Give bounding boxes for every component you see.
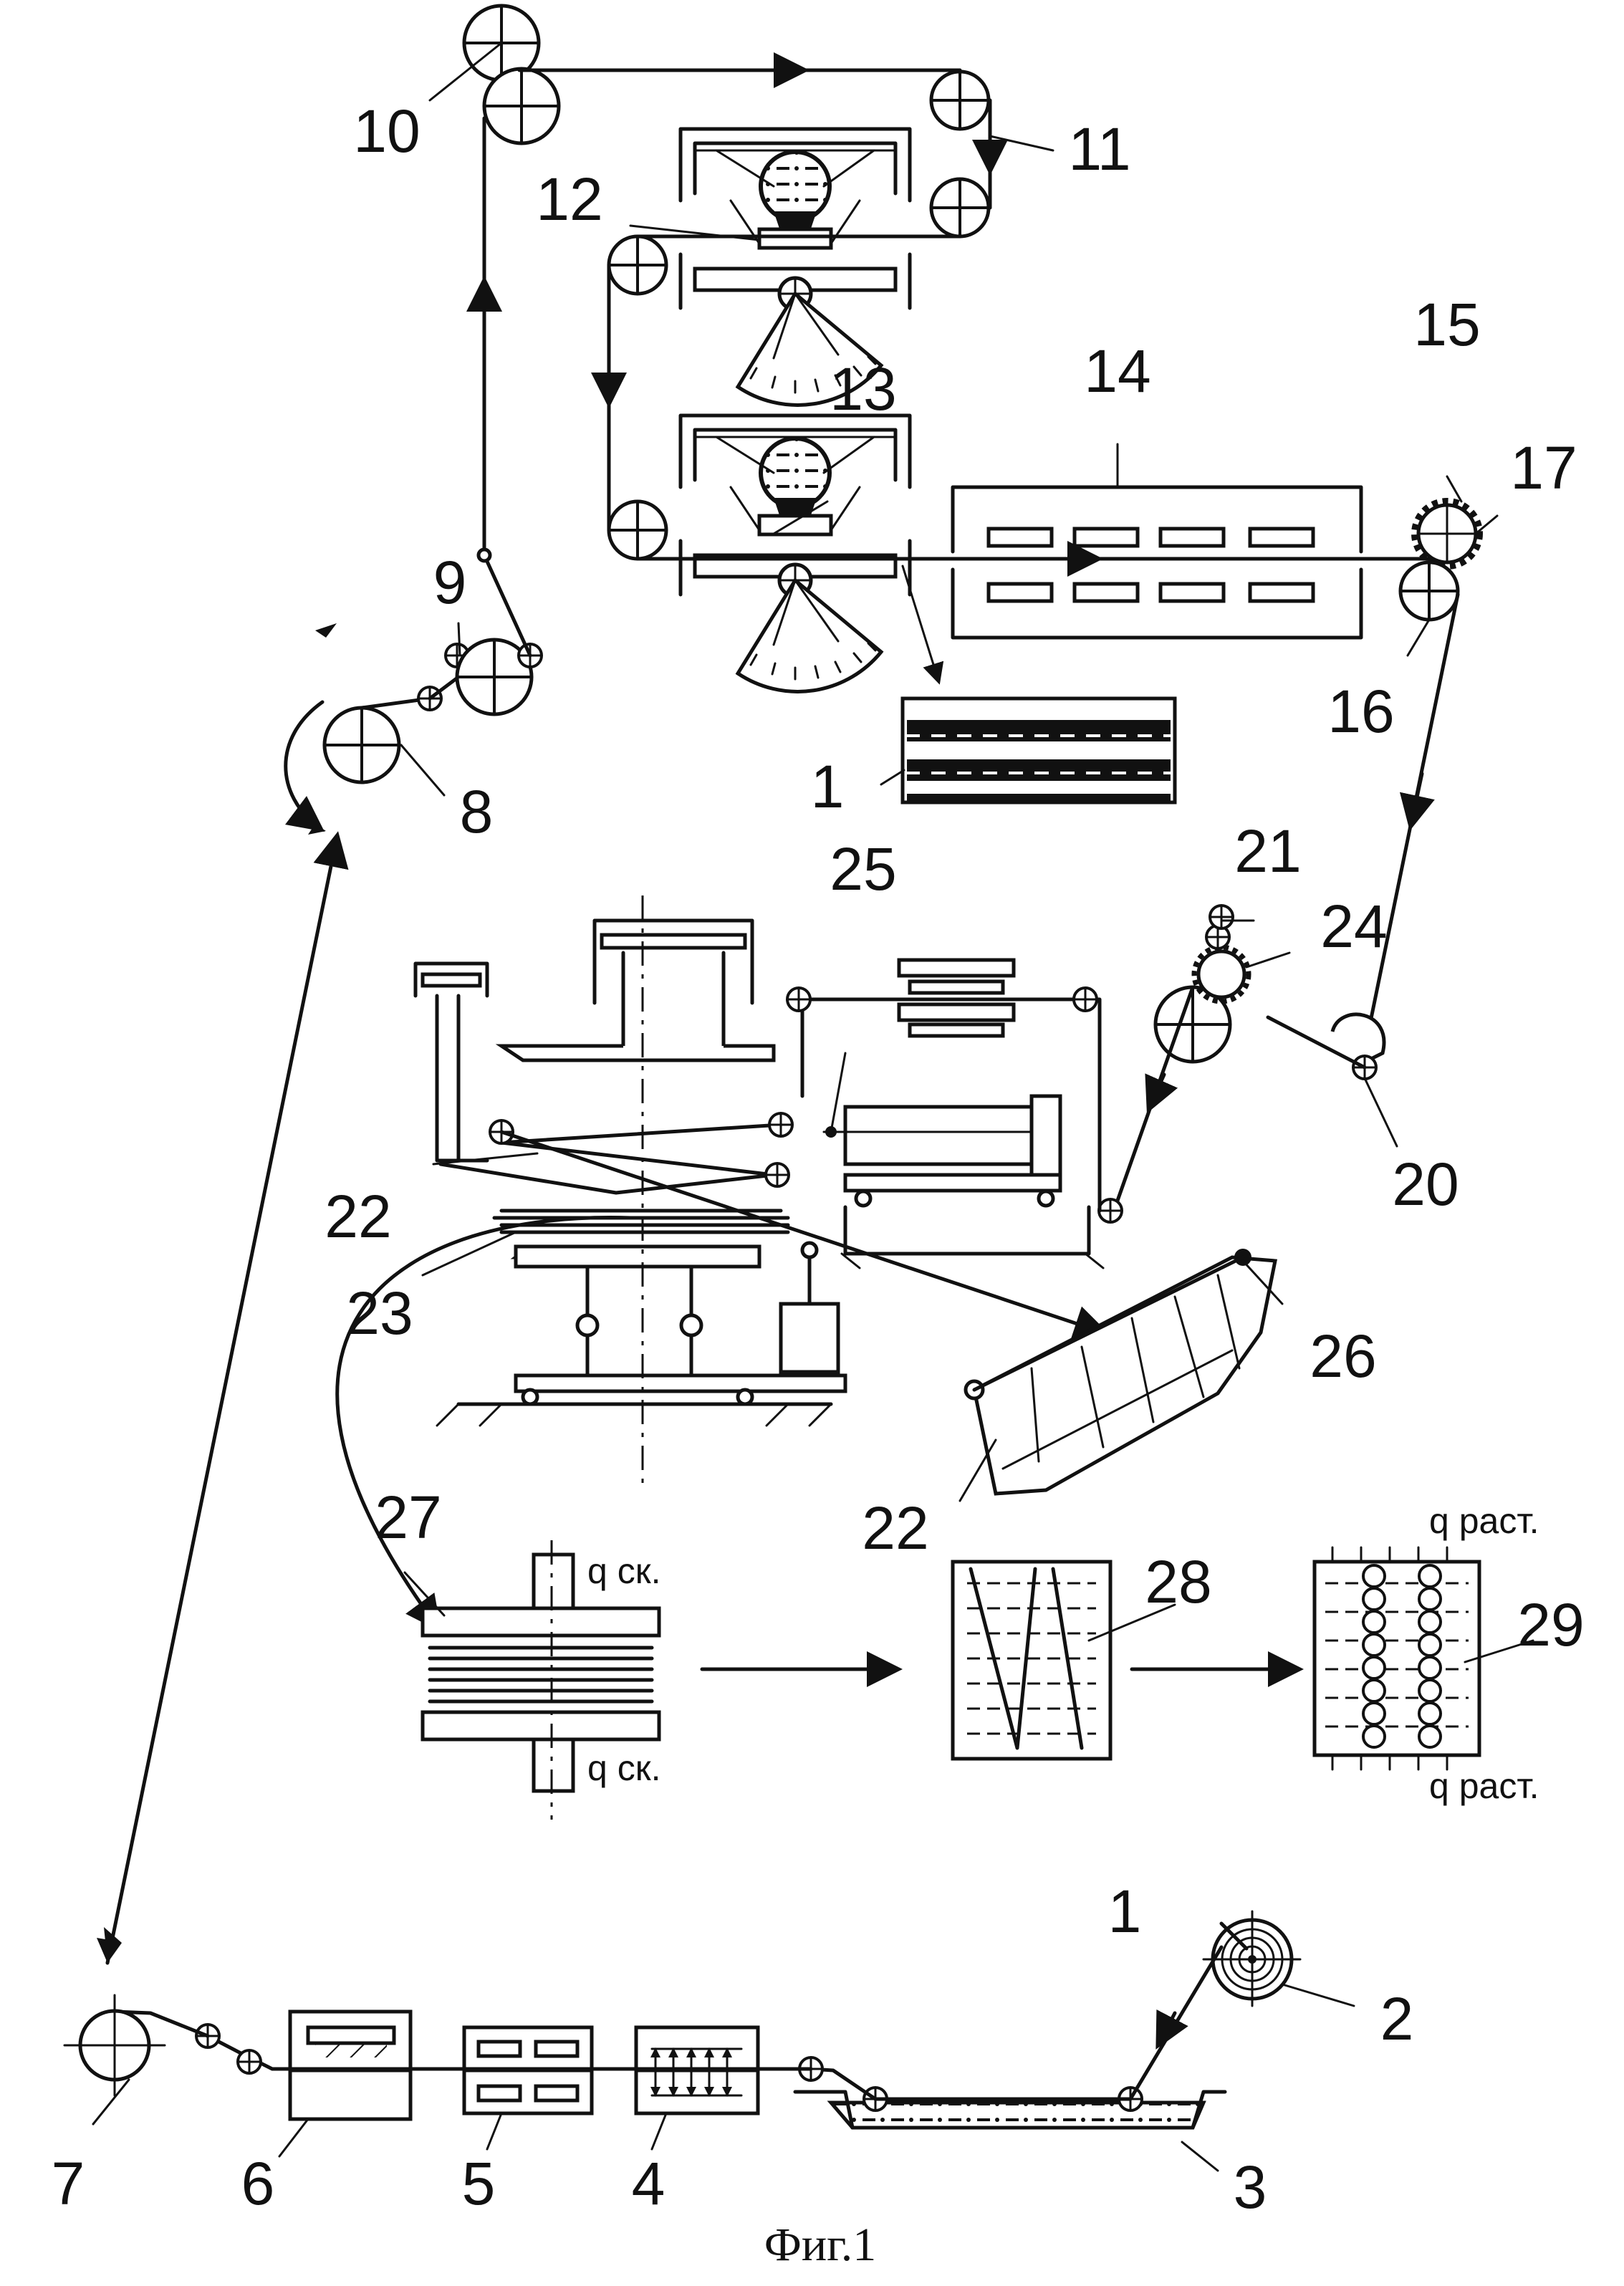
label-24: 24	[1320, 893, 1387, 960]
label-23: 23	[346, 1279, 413, 1347]
main-press	[415, 895, 845, 1490]
label-12: 12	[536, 165, 602, 233]
figure-caption: Фиг.1	[764, 2219, 877, 2271]
label-3: 3	[1234, 2153, 1267, 2221]
label-1b: 1	[1108, 1878, 1142, 1945]
label-15: 15	[1413, 291, 1480, 358]
tension-specimen-29: q раст. q раст.	[1315, 1501, 1539, 1806]
wound-product-26	[966, 1249, 1275, 1494]
impregnation-bath	[795, 2088, 1225, 2128]
label-22b: 22	[862, 1494, 928, 1562]
label-2: 2	[1380, 1985, 1414, 2052]
label-7: 7	[52, 2150, 85, 2217]
tension-label-top: q раст.	[1429, 1501, 1539, 1541]
label-27: 27	[375, 1484, 441, 1551]
label-22a: 22	[325, 1183, 391, 1250]
specimen-28	[953, 1562, 1110, 1759]
label-13: 13	[830, 355, 896, 423]
label-6: 6	[241, 2150, 275, 2217]
label-16-gear: 17	[1510, 434, 1577, 501]
label-29: 29	[1517, 1591, 1584, 1658]
roll-8	[286, 623, 399, 835]
label-21: 21	[1234, 817, 1301, 885]
label-11: 11	[1068, 115, 1130, 183]
label-26: 26	[1310, 1322, 1376, 1390]
label-10: 10	[353, 97, 420, 165]
strip-path	[811, 1947, 1221, 2099]
test-stages: q ск. q ск. q раст. q раст.	[423, 1501, 1539, 1820]
oven-14	[953, 487, 1361, 638]
label-9: 9	[433, 549, 467, 616]
label-25: 25	[830, 835, 896, 903]
label-4: 4	[632, 2150, 666, 2217]
fabric-sample	[903, 698, 1175, 802]
label-5: 5	[462, 2150, 496, 2217]
roll-10	[464, 6, 559, 143]
compression-specimen-27: q ск. q ск.	[423, 1540, 660, 1820]
stacking-press	[337, 895, 1384, 1626]
label-8: 8	[460, 778, 494, 845]
sheet-feeder-25	[824, 1096, 1103, 1268]
label-14: 14	[1084, 337, 1150, 405]
label-20: 20	[1392, 1151, 1459, 1218]
label-1a: 1	[811, 753, 845, 820]
supply-roll	[1203, 1911, 1300, 2006]
load-label-top: q ск.	[587, 1551, 660, 1591]
gear-roll-17	[1414, 501, 1480, 567]
take-up-roll-7	[64, 1995, 165, 2095]
roll-16	[1400, 562, 1458, 620]
label-16: 16	[1327, 678, 1394, 745]
tension-label-bottom: q раст.	[1429, 1766, 1539, 1806]
calender-13	[681, 416, 910, 691]
cooling-unit-6	[290, 2012, 410, 2119]
load-label-bottom: q ск.	[587, 1748, 660, 1788]
label-28: 28	[1145, 1548, 1211, 1615]
